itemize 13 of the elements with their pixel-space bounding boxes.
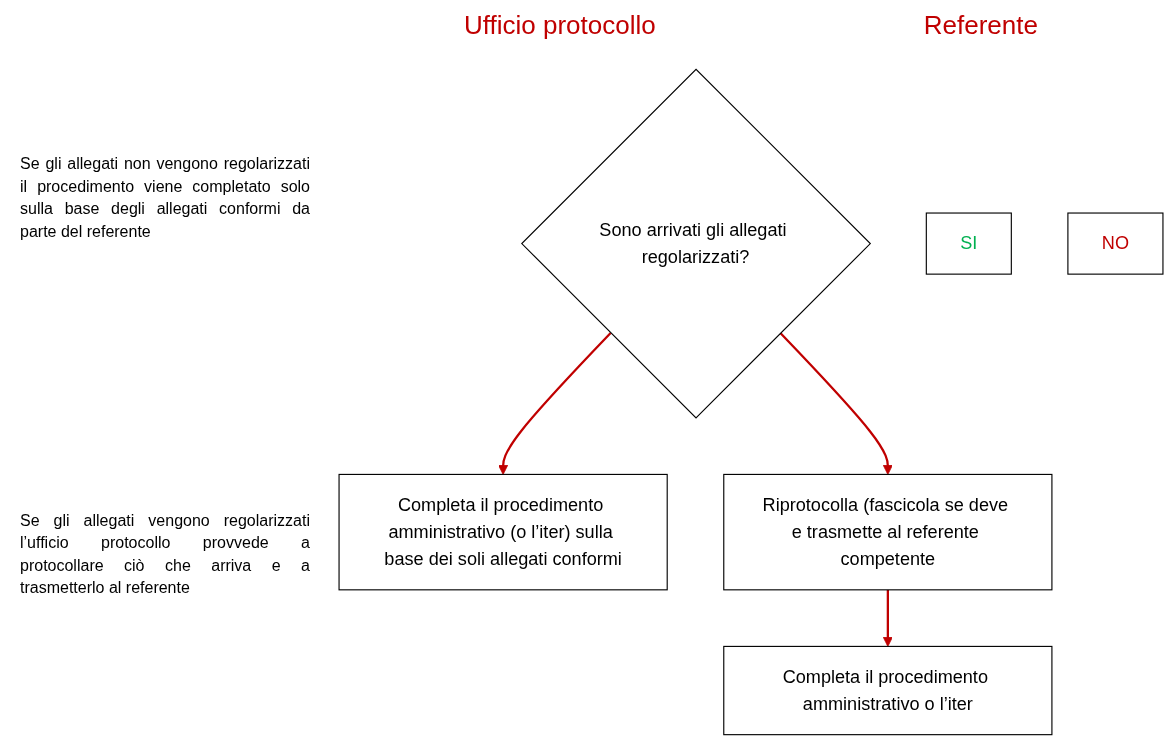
note-text: Se gli allegati vengono regolarizzati l’ufficio protocollo provvede a protocollare ciò che arriva e a trasmetterlo al referente	[20, 510, 310, 599]
column-heading: Referente	[923, 9, 1038, 41]
arrow	[882, 589, 893, 647]
node-box: SI	[925, 211, 1012, 275]
node-diamond: Sono arrivati gli allegati regolarizzati?	[521, 68, 872, 419]
node-box: NO	[1067, 211, 1164, 275]
column-heading: Ufficio protocollo	[464, 9, 656, 41]
node-box: Riprotocolla (fascicola se deve e trasmette al referente competente	[723, 473, 1053, 590]
arrow	[779, 331, 893, 475]
node-box: Completa il procedimento amministrativo o l’iter	[723, 645, 1053, 735]
note-text: Se gli allegati non vengono regolarizzati il procedimento viene completato solo sulla base degli allegati conformi da parte del referente	[20, 154, 310, 242]
node-box: Completa il procedimento amministrativo (o l’iter) sulla base dei soli allegati conformi	[338, 473, 668, 590]
arrow	[498, 331, 612, 475]
